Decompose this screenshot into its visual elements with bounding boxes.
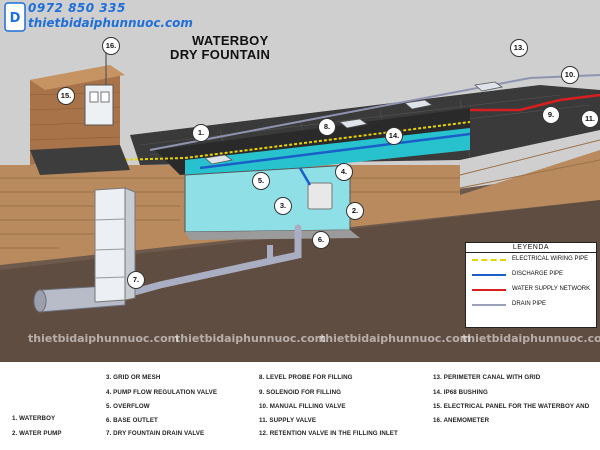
callout-4: 4. (335, 163, 353, 181)
key-item: 11. SUPPLY VALVE (259, 417, 317, 424)
key-item: 16. ANEMOMETER (433, 417, 490, 424)
svg-text:D: D (10, 11, 21, 26)
callout-16: 16. (102, 37, 120, 55)
parts-key: 1. WATERBOY 2. WATER PUMP 3. GRID OR MES… (0, 362, 600, 450)
brand-phone: 0972 850 335 (28, 1, 126, 15)
key-item: 6. BASE OUTLET (106, 417, 158, 424)
callout-2: 2. (346, 202, 364, 220)
callout-11: 11. (581, 110, 599, 128)
key-item: 14. IP68 BUSHING (433, 389, 488, 396)
watermark: thietbidaiphunnuoc.com (175, 332, 327, 345)
key-item: 8. LEVEL PROBE FOR FILLING (259, 374, 353, 381)
callout-10: 10. (561, 66, 579, 84)
callout-13: 13. (510, 39, 528, 57)
brand-site: thietbidaiphunnuoc.com (28, 16, 193, 30)
watermark: thietbidaiphunnuoc.com (28, 332, 180, 345)
watermark: thietbidaiphunnuoc.com (320, 332, 472, 345)
key-item: 9. SOLENOID FOR FILLING (259, 389, 342, 396)
key-item: 7. DRY FOUNTAIN DRAIN VALVE (106, 430, 205, 437)
key-item: 2. WATER PUMP (12, 430, 62, 437)
key-item: 5. OVERFLOW (106, 403, 150, 410)
key-item: 12. RETENTION VALVE IN THE FILLING INLET (259, 430, 398, 437)
callout-9: 9. (542, 106, 560, 124)
key-item: 4. PUMP FLOW REGULATION VALVE (106, 389, 218, 396)
callout-15: 15. (57, 87, 75, 105)
legend: LEYENDA ELECTRICAL WIRING PIPE DISCHARGE… (465, 242, 597, 328)
legend-swatch (472, 304, 506, 306)
legend-label: WATER SUPPLY NETWORK (512, 286, 591, 292)
watermark: thietbidaiphunnuoc.com (462, 332, 600, 345)
nozzles (204, 81, 503, 165)
callout-6: 6. (312, 231, 330, 249)
legend-swatch (472, 289, 506, 291)
brand-logo-icon: D (4, 2, 26, 32)
legend-item: ELECTRICAL WIRING PIPE (466, 253, 596, 268)
fountain-illustration (0, 0, 600, 362)
legend-label: ELECTRICAL WIRING PIPE (512, 256, 589, 262)
brick-pillar (29, 40, 130, 175)
water-pump (307, 182, 333, 210)
diagram-title: WATERBOY DRY FOUNTAIN (170, 34, 270, 62)
key-item: 15. ELECTRICAL PANEL FOR THE WATERBOY AN… (433, 403, 590, 410)
title-line-2: DRY FOUNTAIN (170, 47, 271, 62)
legend-item: DRAIN PIPE (466, 298, 596, 313)
legend-swatch (472, 274, 506, 276)
title-line-1: WATERBOY (192, 33, 269, 48)
callout-8: 8. (318, 118, 336, 136)
legend-item: DISCHARGE PIPE (466, 268, 596, 283)
legend-title: LEYENDA (466, 243, 596, 253)
legend-label: DISCHARGE PIPE (512, 271, 564, 277)
legend-item: WATER SUPPLY NETWORK (466, 283, 596, 298)
key-item: 3. GRID OR MESH (106, 374, 161, 381)
legend-label: DRAIN PIPE (512, 301, 547, 307)
key-item: 13. PERIMETER CANAL WITH GRID (433, 374, 541, 381)
callout-14: 14. (385, 127, 403, 145)
key-item: 1. WATERBOY (12, 415, 56, 422)
brand-header: 0972 850 335 thietbidaiphunnuoc.com (28, 2, 193, 29)
callout-5: 5. (252, 172, 270, 190)
key-item: 10. MANUAL FILLING VALVE (259, 403, 346, 410)
callout-3: 3. (274, 197, 292, 215)
callout-7: 7. (127, 271, 145, 289)
legend-swatch (472, 259, 506, 261)
callout-1: 1. (192, 124, 210, 142)
